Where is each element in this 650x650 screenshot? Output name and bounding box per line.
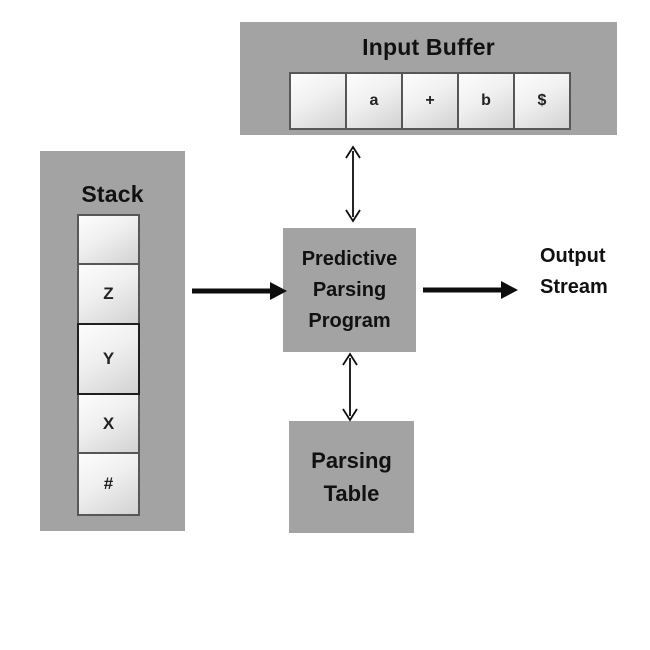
input-buffer-cell-dollar: $: [513, 72, 571, 130]
input-buffer-cell-b: b: [457, 72, 515, 130]
program-to-output-arrow-icon: [423, 281, 518, 299]
input-buffer-panel: Input Buffer a + b $: [240, 22, 617, 135]
stack-to-program-arrow-icon: [192, 282, 287, 300]
stack-cell-z: Z: [77, 263, 140, 325]
output-label-line1: Output: [540, 245, 606, 267]
input-buffer-cell-a: a: [345, 72, 403, 130]
input-buffer-title: Input Buffer: [362, 34, 495, 60]
parsing-table-label-line1: Parsing: [311, 448, 392, 473]
input-buffer-cell-plus: +: [401, 72, 459, 130]
stack-cell-y-highlighted: Y: [77, 323, 140, 395]
input-buffer-cell-empty: [289, 72, 347, 130]
stack-cell-hash: #: [77, 452, 140, 516]
program-table-double-arrow-icon: [342, 352, 358, 422]
program-label-line2: Parsing: [312, 278, 387, 301]
parsing-table-box: Parsing Table: [289, 421, 414, 533]
program-label-line3: Program: [308, 309, 391, 332]
stack-title: Stack: [81, 181, 144, 207]
parsing-table-label-line2: Table: [323, 481, 380, 506]
predictive-parsing-program-box: Predictive Parsing Program: [283, 228, 416, 352]
stack-panel: Stack Z Y X #: [40, 151, 185, 531]
output-label-line2: Stream: [540, 276, 608, 298]
buffer-program-double-arrow-icon: [345, 145, 361, 223]
output-stream-label: Output Stream: [540, 241, 650, 303]
stack-cell-x: X: [77, 393, 140, 454]
stack-cell-empty: [77, 214, 140, 265]
program-label-line1: Predictive: [301, 247, 398, 270]
